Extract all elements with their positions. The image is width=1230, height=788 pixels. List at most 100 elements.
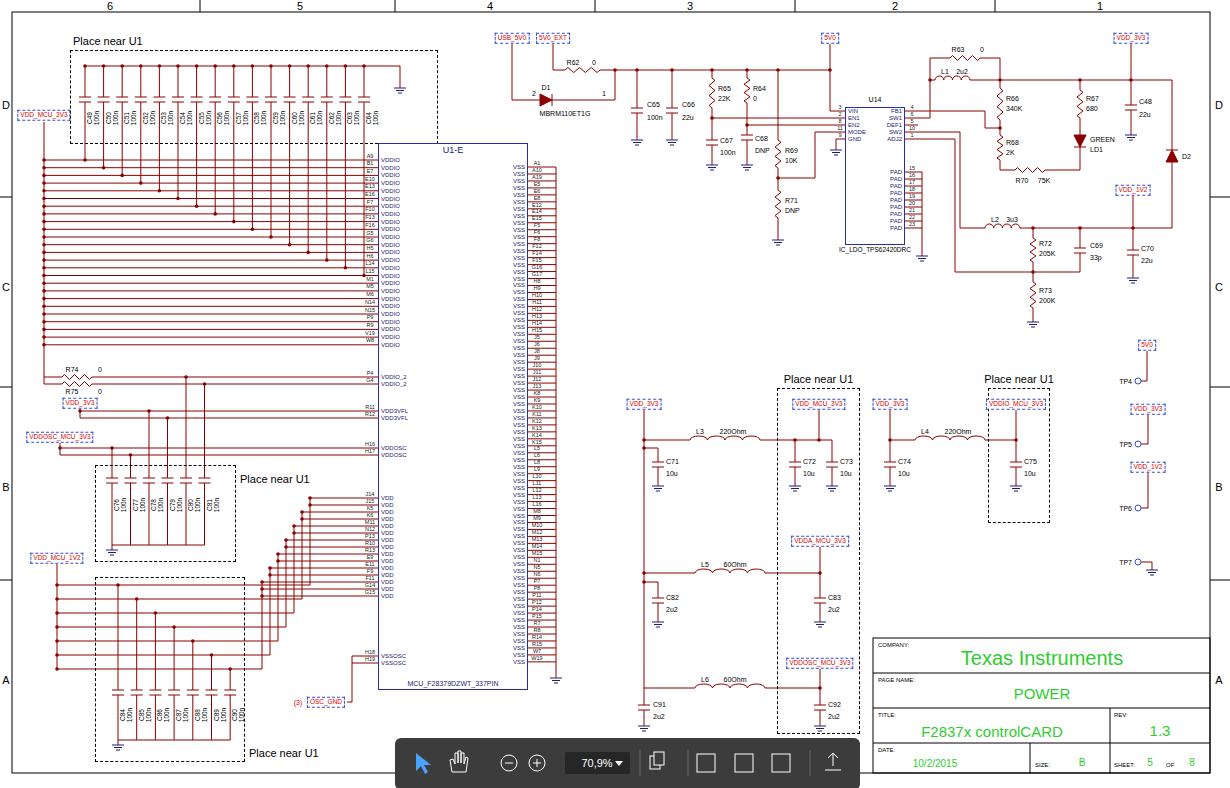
wire xyxy=(985,440,1016,441)
pin-number: P7 xyxy=(534,579,541,585)
component-label: 2K xyxy=(1006,149,1015,156)
component-label: 100n xyxy=(94,111,101,125)
component-label: 100n xyxy=(158,498,165,512)
ground-symbol xyxy=(1129,140,1133,141)
wire xyxy=(262,582,378,583)
component-label: L3 xyxy=(696,428,704,435)
pin-name: VDD xyxy=(381,593,394,599)
pin-name: ADJ2 xyxy=(887,136,902,142)
component-label: 60Ohm xyxy=(724,561,747,568)
ground-symbol xyxy=(828,488,836,489)
capacitor-symbol xyxy=(209,97,221,98)
diode-symbol xyxy=(540,94,552,106)
pin-name: VSS xyxy=(513,171,525,177)
ground-symbol xyxy=(818,731,822,732)
inductor-symbol xyxy=(915,436,985,440)
component-label: 0 xyxy=(98,388,102,395)
component-label: 100n xyxy=(243,111,250,125)
title-block xyxy=(873,673,1210,674)
pin-name: VSS xyxy=(513,352,525,358)
wire xyxy=(57,613,294,614)
wire xyxy=(1080,228,1081,248)
part-name: MCU_F28379DZWT_337PIN xyxy=(407,680,498,687)
wire xyxy=(270,568,271,655)
component-label: C92 xyxy=(828,701,841,708)
ground-symbol xyxy=(668,142,676,143)
component-label: 100n xyxy=(183,708,190,722)
pin-name: VDDIO xyxy=(381,288,400,294)
pin-number: P13 xyxy=(365,534,375,540)
wire xyxy=(528,410,556,411)
wire xyxy=(310,498,311,585)
pin-number: E12 xyxy=(532,203,542,209)
wire xyxy=(130,455,131,478)
junction-dot xyxy=(55,653,59,657)
capacitor-symbol xyxy=(168,690,180,691)
pin-number: 19 xyxy=(909,194,915,200)
net-flag: VDD_MCU_3V3 xyxy=(18,111,69,120)
ground-symbol xyxy=(656,491,660,492)
component-label: C53 xyxy=(161,112,168,124)
component-label: C51 xyxy=(124,112,131,124)
pin-name: VSS xyxy=(513,359,525,365)
pin-name: VDDIO_2 xyxy=(381,381,407,387)
net-flag: VDDOSC_MCU_3V3 xyxy=(787,659,852,668)
sheet-reference: (3) xyxy=(294,699,303,706)
pin-number: G15 xyxy=(365,590,375,596)
ground-symbol xyxy=(110,555,114,556)
pin-number: R14 xyxy=(532,635,542,641)
pin-name: VSS xyxy=(513,220,525,226)
junction-dot xyxy=(251,64,255,68)
component-label: C63 xyxy=(347,112,354,124)
ground-symbol xyxy=(116,750,120,751)
component-label: R72 xyxy=(1039,240,1052,247)
net-flag: VDDA_MCU_3V3 xyxy=(792,537,848,546)
junction-dot xyxy=(191,639,195,643)
junction-dot xyxy=(102,64,106,68)
wire xyxy=(44,384,62,385)
junction-dot xyxy=(42,266,46,270)
wire xyxy=(230,669,231,690)
component-label: R67 xyxy=(1086,95,1099,102)
wire xyxy=(1000,160,1015,170)
pin-number: E13 xyxy=(365,185,375,191)
component-label: 100n xyxy=(139,498,146,512)
component-label: R63 xyxy=(952,46,965,53)
ground-symbol xyxy=(830,150,842,151)
fit-icon xyxy=(735,754,753,772)
pin-number: M5 xyxy=(366,285,374,291)
wire xyxy=(211,655,212,690)
pin-name: VSS xyxy=(513,289,525,295)
dropdown-icon xyxy=(615,761,623,766)
wire xyxy=(140,102,141,183)
capacitor-symbol xyxy=(284,97,296,98)
junction-dot xyxy=(42,243,46,247)
wire xyxy=(44,244,378,245)
component-label: C84 xyxy=(120,709,127,721)
pin-number: G5 xyxy=(366,231,373,237)
pin-number: E8 xyxy=(534,196,541,202)
wire xyxy=(658,467,659,486)
junction-dot xyxy=(42,197,46,201)
pin-name: VDDIO xyxy=(381,157,400,163)
wire xyxy=(922,172,923,256)
wire xyxy=(364,66,365,97)
component-label: 100n xyxy=(213,498,220,512)
title-block xyxy=(1110,708,1111,773)
wire xyxy=(905,139,1033,272)
pin-number: F13 xyxy=(365,215,374,221)
junction-dot xyxy=(42,235,46,239)
wire xyxy=(528,564,556,565)
wire xyxy=(278,554,378,555)
pin-name: VSS xyxy=(513,185,525,191)
pin-number: K14 xyxy=(532,433,542,439)
junction-dot xyxy=(110,446,114,450)
wire xyxy=(528,452,556,453)
pin-number: P8 xyxy=(534,586,541,592)
net-flag: VDD_3V3 xyxy=(874,400,907,409)
placement-region: Place near U1 xyxy=(988,388,1050,523)
grid-reference: B xyxy=(1215,482,1222,493)
junction-dot xyxy=(55,597,59,601)
wire xyxy=(44,221,378,222)
component-label: 2u2 xyxy=(828,713,840,720)
